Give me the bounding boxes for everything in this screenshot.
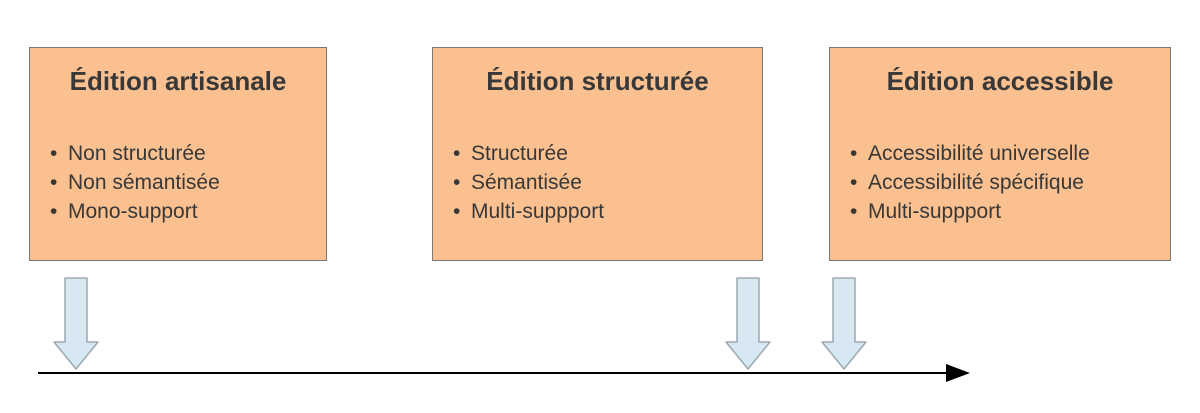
bullet-item: Non sémantisée [50, 168, 322, 197]
bullet-item: Accessibilité universelle [850, 139, 1166, 168]
box-title: Édition artisanale [69, 66, 287, 96]
bullet-item: Accessibilité spécifique [850, 168, 1166, 197]
bullet-item: Non structurée [50, 139, 322, 168]
timeline-right-arrow [38, 364, 970, 382]
bullet-list: Accessibilité universelle Accessibilité … [830, 139, 1170, 226]
bullet-list: Non structurée Non sémantisée Mono-suppo… [30, 139, 326, 226]
bullet-item: Mono-support [50, 197, 322, 226]
down-arrow-icon [725, 277, 771, 370]
bullet-item: Multi-suppport [453, 197, 758, 226]
down-arrow-icon [821, 277, 867, 370]
box-title: Édition structurée [486, 66, 709, 96]
box-edition-accessible: Édition accessible Accessibilité univers… [829, 47, 1171, 261]
bullet-item: Structurée [453, 139, 758, 168]
bullet-list: Structurée Sémantisée Multi-suppport [433, 139, 762, 226]
box-edition-artisanale: Édition artisanale Non structurée Non sé… [29, 47, 327, 261]
down-arrow-icon [53, 277, 99, 370]
bullet-item: Multi-suppport [850, 197, 1166, 226]
box-edition-structuree: Édition structurée Structurée Sémantisée… [432, 47, 763, 261]
box-title: Édition accessible [886, 66, 1114, 96]
bullet-item: Sémantisée [453, 168, 758, 197]
